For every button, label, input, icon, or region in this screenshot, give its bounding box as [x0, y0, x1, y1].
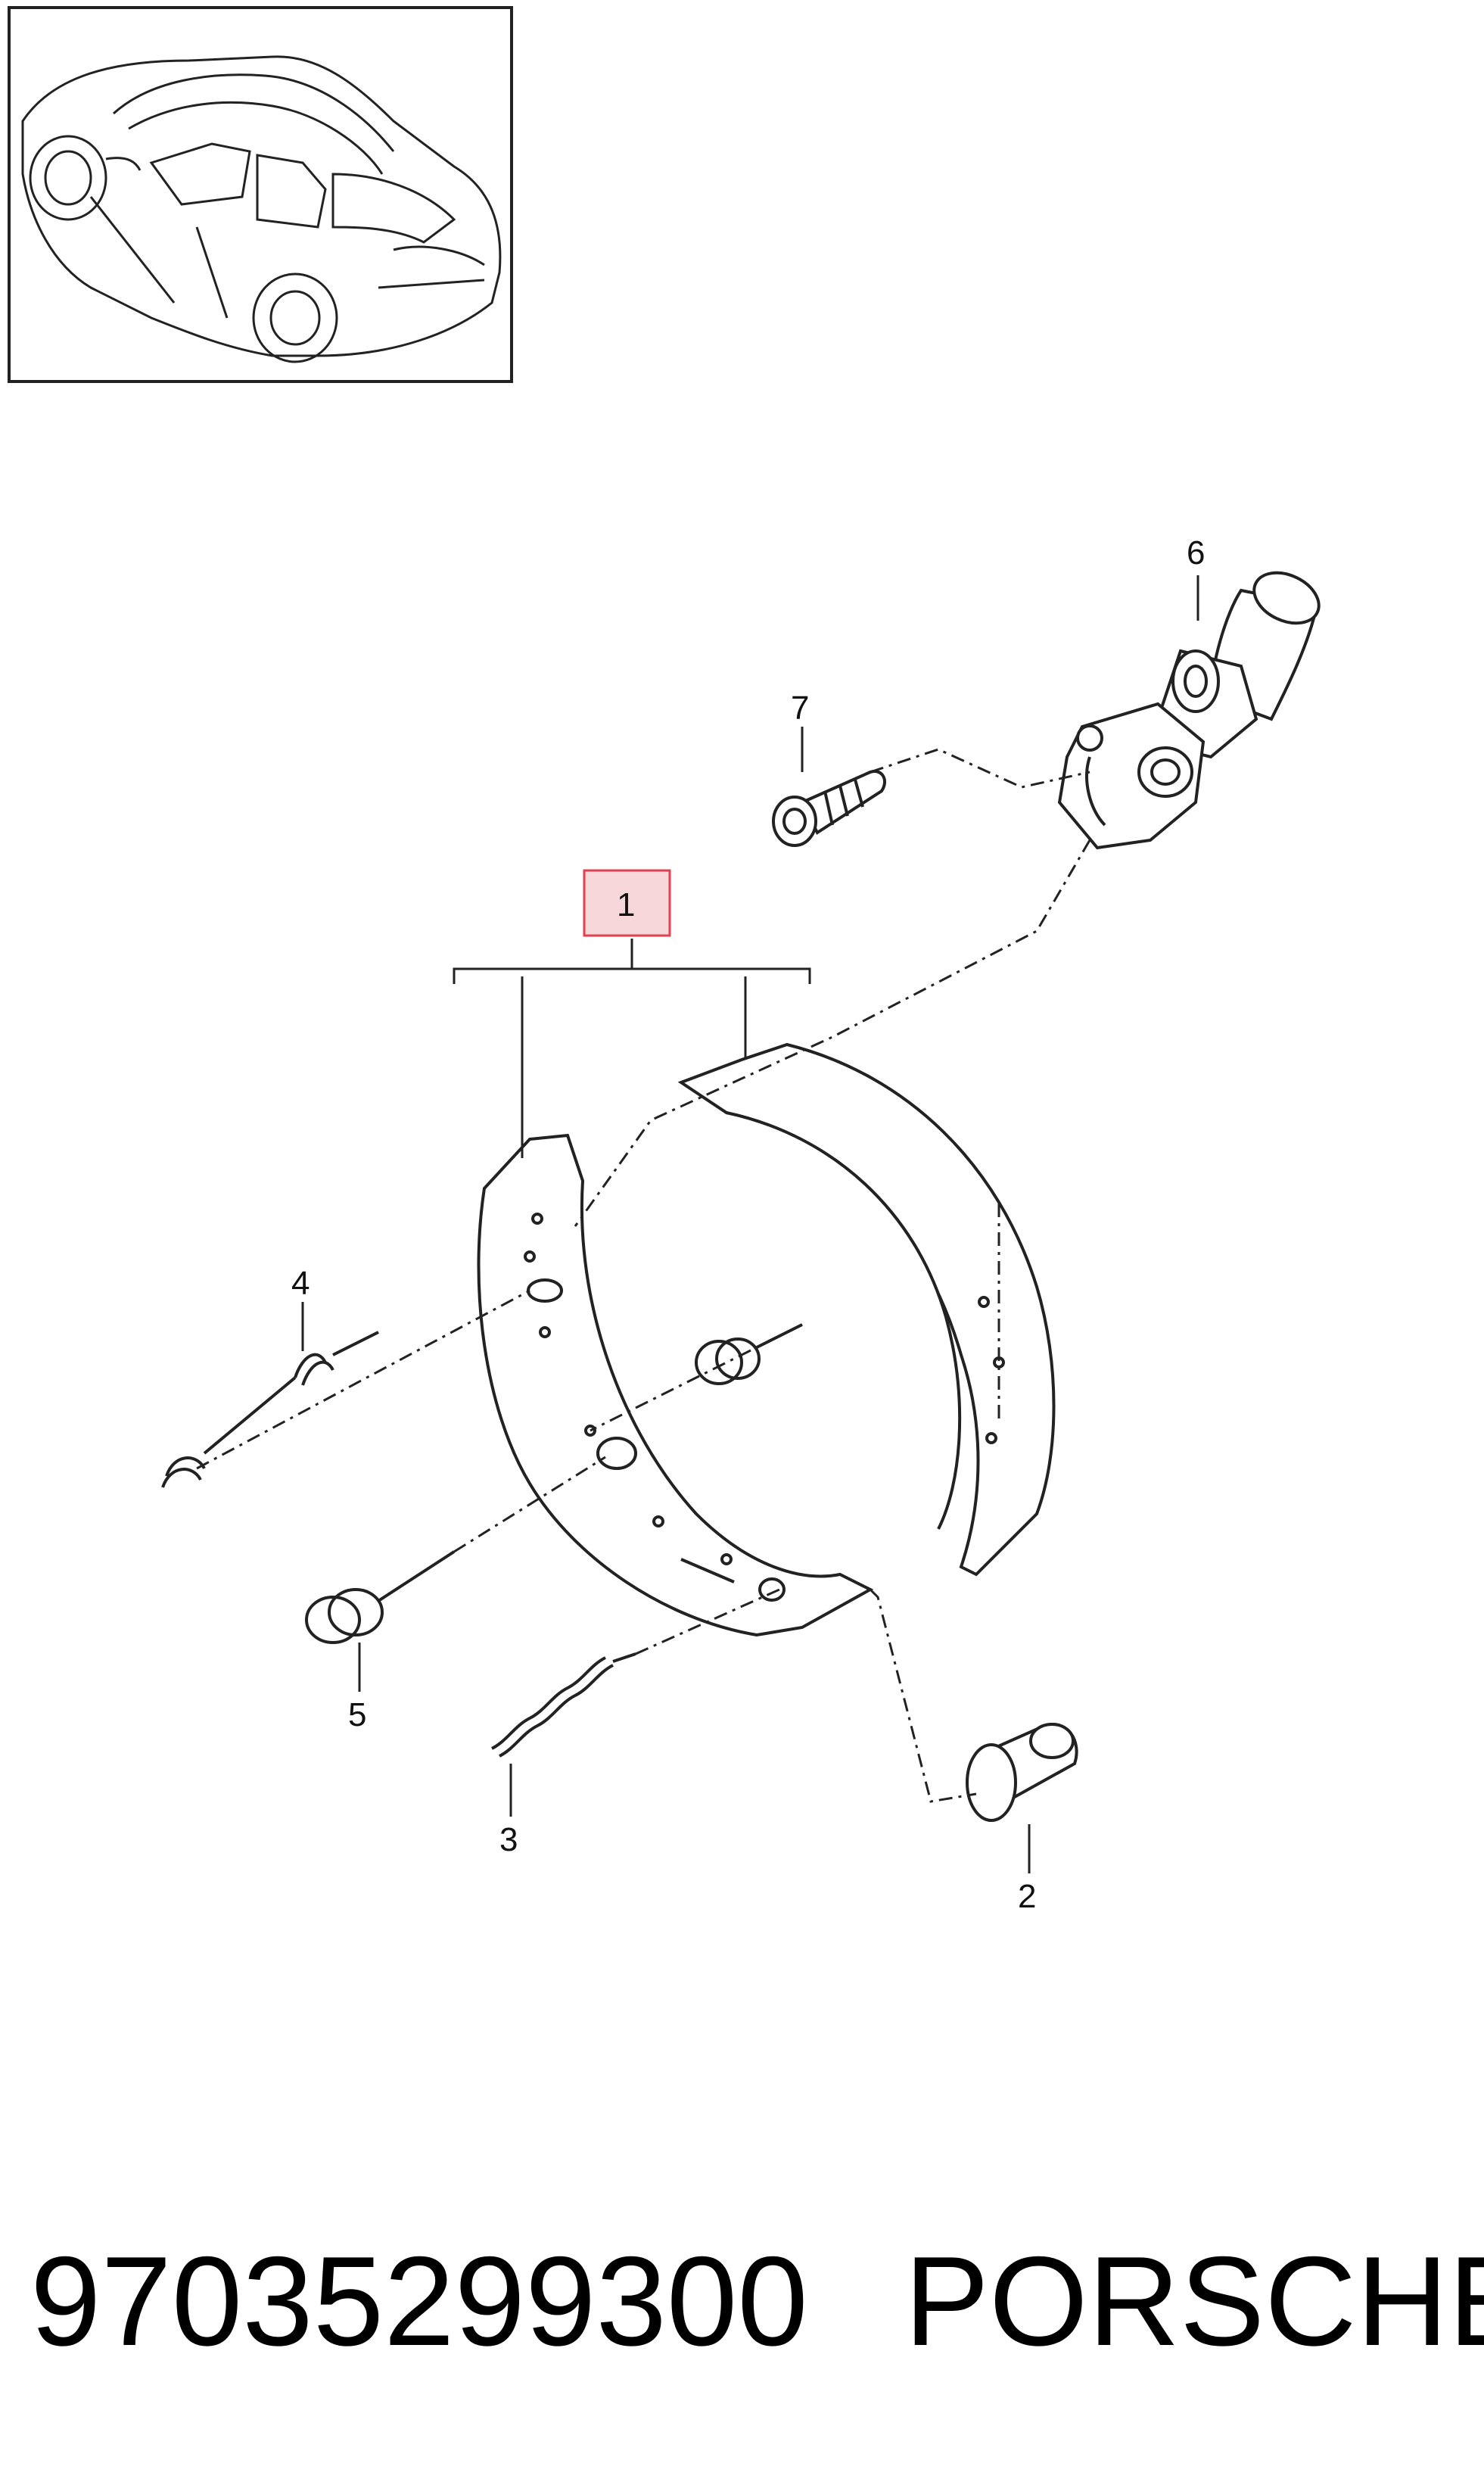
part-7-bolt	[772, 770, 886, 847]
leader-lines	[196, 748, 1091, 1803]
callout-2: 2	[1018, 1878, 1036, 1915]
part-5-spring	[305, 1550, 456, 1644]
callout-1: 1	[617, 886, 635, 923]
footer-caption: 97035299300 PORSCHE	[0, 2218, 1484, 2384]
callout-3: 3	[499, 1821, 518, 1858]
part-2-adjuster-nut	[966, 1723, 1078, 1822]
brand-name: PORSCHE	[904, 2230, 1484, 2372]
part-3-spring	[491, 1652, 636, 1758]
vehicle-thumbnail	[8, 6, 513, 383]
callout-5: 5	[348, 1696, 366, 1733]
callout-6: 6	[1187, 534, 1205, 571]
brake-shoe-left	[477, 1133, 874, 1637]
callout-1-highlight	[583, 869, 671, 937]
callout-1-bracket	[453, 939, 811, 1158]
part-6-adjuster	[1057, 571, 1321, 850]
callout-7: 7	[791, 690, 809, 727]
part-4-spring	[161, 1331, 379, 1488]
callout-ticks	[301, 575, 1199, 1873]
part-number: 97035299300	[30, 2230, 808, 2372]
center-spring	[695, 1323, 803, 1385]
callout-4: 4	[291, 1265, 310, 1302]
